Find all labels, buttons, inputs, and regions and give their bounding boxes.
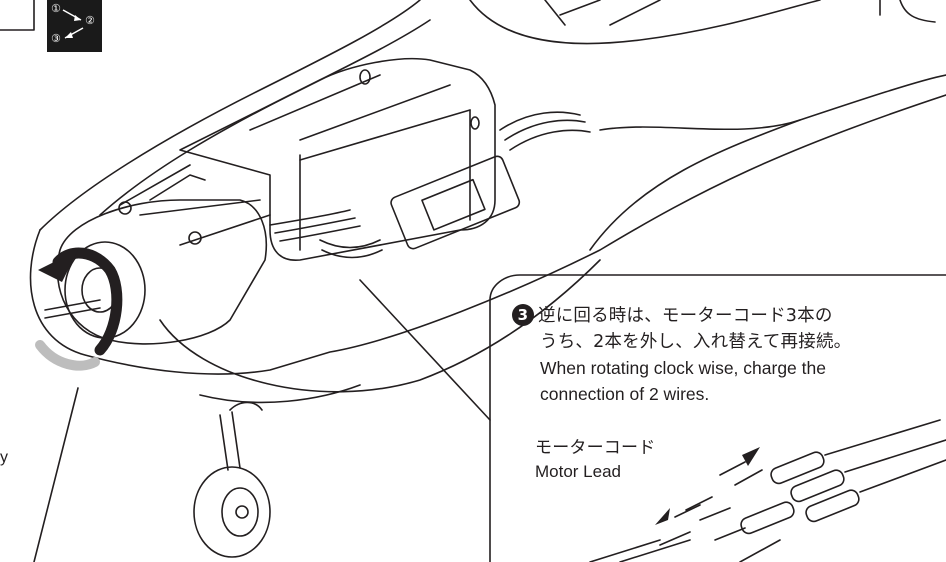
motor-mount: [56, 199, 267, 345]
sequence-badge: ① ② ③: [47, 0, 102, 52]
callout-panel: [489, 274, 946, 562]
callout-jp-line2: うち、2本を外し、入れ替えて再接続。: [540, 332, 852, 352]
landing-gear-strut: [219, 411, 241, 471]
sequence-step-1: ①: [51, 2, 61, 15]
callout-jp-line1-text: 逆に回る時は、モーターコード3本の: [538, 306, 833, 326]
motor-lead-plugs: [589, 419, 946, 562]
nose-pointer-line: [33, 387, 79, 562]
callout-en-line1: When rotating clock wise, charge the: [540, 358, 826, 378]
esc-unit: [390, 155, 521, 250]
callout-en-line2: connection of 2 wires.: [540, 384, 710, 404]
sequence-step-2: ②: [85, 14, 95, 27]
sequence-step-3: ③: [51, 32, 61, 45]
step-number-badge: 3: [512, 304, 534, 326]
wheel: [193, 466, 271, 558]
battery-bay: [179, 57, 496, 261]
fuselage-outline: [29, 94, 946, 375]
motor-lead-en-label: Motor Lead: [535, 462, 621, 481]
motor-lead-jp-label: モーターコード: [535, 438, 656, 458]
left-edge-text-fragment: y: [0, 449, 8, 466]
partial-frame: [0, 0, 35, 31]
sequence-arrows-icon: [62, 9, 84, 39]
